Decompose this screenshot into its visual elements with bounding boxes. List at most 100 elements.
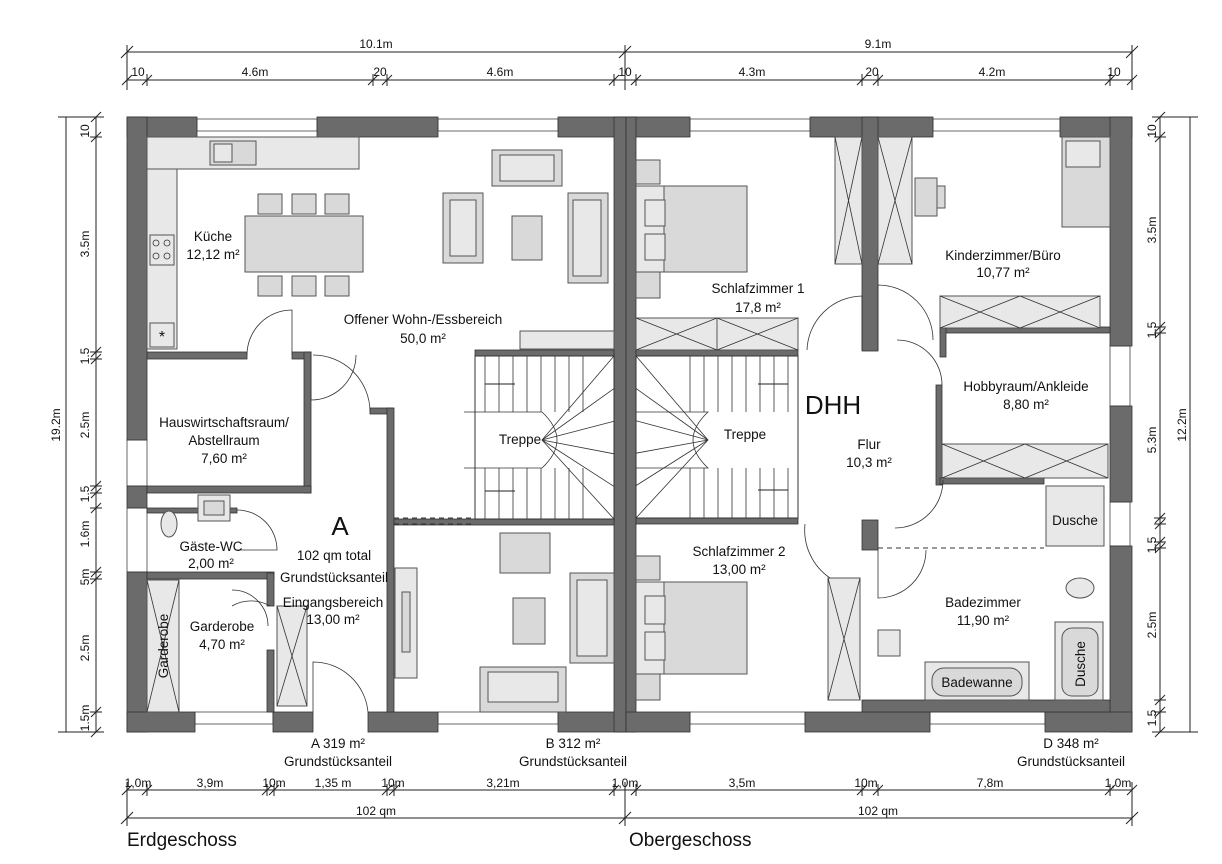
plot-share-d-sub: Grundstücksanteil bbox=[1017, 754, 1125, 769]
dim-top-total-right: 9.1m bbox=[865, 37, 892, 51]
dim-bottom-seg: 3,5m bbox=[729, 776, 756, 790]
bad-area: 11,90 m² bbox=[957, 613, 1010, 628]
plot-share-d: D 348 m² bbox=[1043, 736, 1099, 751]
hwr-name2: Abstellraum bbox=[188, 433, 259, 448]
unit-a-letter: A bbox=[331, 511, 349, 541]
dim-right-seg: 10 bbox=[1145, 124, 1159, 138]
dim-right-seg: 1.5 bbox=[1145, 709, 1159, 726]
dim-left-seg: 5m bbox=[78, 569, 92, 586]
hobby-room-furniture bbox=[941, 443, 1109, 479]
badewanne-label: Badewanne bbox=[941, 675, 1012, 690]
dim-right-seg: 1.5 bbox=[1145, 321, 1159, 338]
dim-left-seg: 1.5 bbox=[78, 347, 92, 364]
garderobe-schrank-label: Garderobe bbox=[156, 614, 171, 679]
dim-bottom-seg: 10m bbox=[262, 776, 285, 790]
bathroom-fixtures bbox=[877, 485, 1105, 701]
dim-left-seg: 1.5m bbox=[78, 705, 92, 732]
bottom-dimension-lines: 1,0m 3,9m 10m 1,35 m 10m 3,21m 1,0m 3,5m… bbox=[120, 776, 1139, 826]
ground-floor-fixtures: Garderobe bbox=[146, 494, 308, 713]
hwr-name: Hauswirtschaftsraum/ bbox=[159, 415, 289, 430]
dim-bottom-seg: 10m bbox=[381, 776, 404, 790]
garderobe-name: Garderobe bbox=[190, 619, 255, 634]
dim-top-seg: 20 bbox=[373, 65, 387, 79]
top-dimension-lines: 10.1m 9.1m 10 4.6m 20 4.6m 10 4.3m 20 4.… bbox=[120, 37, 1139, 90]
svg-text:*: * bbox=[159, 329, 165, 346]
dim-top-seg: 4.6m bbox=[242, 65, 269, 79]
bedroom1-furniture bbox=[635, 136, 863, 351]
labels-upper: Schlafzimmer 1 17,8 m² Kinderzimmer/Büro… bbox=[692, 248, 1097, 690]
dim-left-seg: 1.5 bbox=[78, 485, 92, 502]
plot-share-a-sub: Grundstücksanteil bbox=[284, 754, 392, 769]
gaeste-wc-area: 2,00 m² bbox=[188, 556, 234, 571]
bedroom2-furniture bbox=[635, 555, 861, 701]
dim-bottom-seg: 3,21m bbox=[486, 776, 519, 790]
dim-top-seg: 4.2m bbox=[979, 65, 1006, 79]
dim-right-seg: 5.3m bbox=[1145, 427, 1159, 454]
dim-bottom-seg: 1,0m bbox=[125, 776, 152, 790]
garderobe-area: 4,70 m² bbox=[199, 637, 245, 652]
dim-left-seg: 2.5m bbox=[78, 635, 92, 662]
living-furniture bbox=[394, 149, 615, 713]
dim-right-total: 12.2m bbox=[1175, 408, 1189, 441]
kueche-name: Küche bbox=[194, 229, 232, 244]
dim-bottom-seg: 3,9m bbox=[197, 776, 224, 790]
kids-room-furniture bbox=[877, 136, 1111, 329]
flur-name: Flur bbox=[857, 437, 881, 452]
eingang-name: Eingangsbereich bbox=[283, 595, 384, 610]
plot-share-b: B 312 m² bbox=[546, 736, 601, 751]
dim-left-seg: 1.6m bbox=[78, 521, 92, 548]
dim-top-seg: 4.3m bbox=[739, 65, 766, 79]
dusche1-label: Dusche bbox=[1052, 513, 1098, 528]
hwr-area: 7,60 m² bbox=[201, 451, 247, 466]
dim-left-seg: 3.5m bbox=[78, 231, 92, 258]
dim-left-seg: 2.5m bbox=[78, 412, 92, 439]
plot-share-b-sub: Grundstücksanteil bbox=[519, 754, 627, 769]
floor-title-upper: Obergeschoss bbox=[629, 830, 752, 851]
schlaf1-area: 17,8 m² bbox=[735, 300, 781, 315]
right-dimension-lines: 12.2m 10 3.5m 1.5 5.3m 1.5 2.5m 1.5 bbox=[1145, 111, 1198, 738]
kinder-name: Kinderzimmer/Büro bbox=[945, 248, 1061, 263]
dim-top-seg: 20 bbox=[865, 65, 879, 79]
plot-share-a: A 319 m² bbox=[311, 736, 366, 751]
dusche2-label: Dusche bbox=[1073, 641, 1088, 687]
dim-right-seg: 1.5 bbox=[1145, 536, 1159, 553]
bad-name: Badezimmer bbox=[945, 595, 1021, 610]
dim-top-seg: 10 bbox=[131, 65, 145, 79]
kinder-area: 10,77 m² bbox=[976, 265, 1030, 280]
dim-left-total: 19.2m bbox=[49, 408, 63, 441]
wohn-name: Offener Wohn-/Essbereich bbox=[344, 312, 503, 327]
treppe-og-name: Treppe bbox=[724, 427, 766, 442]
dim-top-seg: 10 bbox=[1107, 65, 1121, 79]
dim-bottom-seg: 1,35 m bbox=[315, 776, 352, 790]
left-dimension-lines: 19.2m 10 3.5m 1.5 2.5m 1.5 1.6m 5m 2.5m … bbox=[49, 111, 104, 738]
stairs-ground bbox=[464, 355, 615, 520]
dim-bottom-seg: 1,0m bbox=[612, 776, 639, 790]
schlaf2-area: 13,00 m² bbox=[712, 562, 766, 577]
labels-ground: Küche 12,12 m² Offener Wohn-/Essbereich … bbox=[159, 229, 541, 652]
dim-left-seg: 10 bbox=[78, 124, 92, 138]
treppe-eg-name: Treppe bbox=[499, 432, 541, 447]
unit-a-total: 102 qm total bbox=[297, 548, 371, 563]
kueche-area: 12,12 m² bbox=[186, 247, 240, 262]
dim-bottom-seg: 1,0m bbox=[1105, 776, 1132, 790]
dim-bottom-seg: 10m bbox=[854, 776, 877, 790]
dim-right-seg: 2.5m bbox=[1145, 612, 1159, 639]
stairs-upper bbox=[635, 355, 799, 519]
doors-ground bbox=[231, 309, 475, 713]
dim-bottom-total-left: 102 qm bbox=[356, 804, 396, 818]
dim-right-seg: 3.5m bbox=[1145, 217, 1159, 244]
dim-bottom-total-right: 102 qm bbox=[858, 804, 898, 818]
schlaf2-name: Schlafzimmer 2 bbox=[692, 544, 785, 559]
kitchen-furniture: * bbox=[146, 136, 364, 350]
unit-a-share: Grundstücksanteil bbox=[280, 570, 388, 585]
wohn-area: 50,0 m² bbox=[400, 331, 446, 346]
walls bbox=[126, 116, 1133, 733]
dim-top-seg: 4.6m bbox=[487, 65, 514, 79]
plot-share-labels: A 319 m² Grundstücksanteil B 312 m² Grun… bbox=[284, 736, 1125, 769]
dim-top-total-left: 10.1m bbox=[359, 37, 392, 51]
hobby-name: Hobbyraum/Ankleide bbox=[963, 379, 1088, 394]
hobby-area: 8,80 m² bbox=[1003, 397, 1049, 412]
dim-top-seg: 10 bbox=[618, 65, 632, 79]
unit-label-dhh: DHH bbox=[805, 390, 861, 420]
